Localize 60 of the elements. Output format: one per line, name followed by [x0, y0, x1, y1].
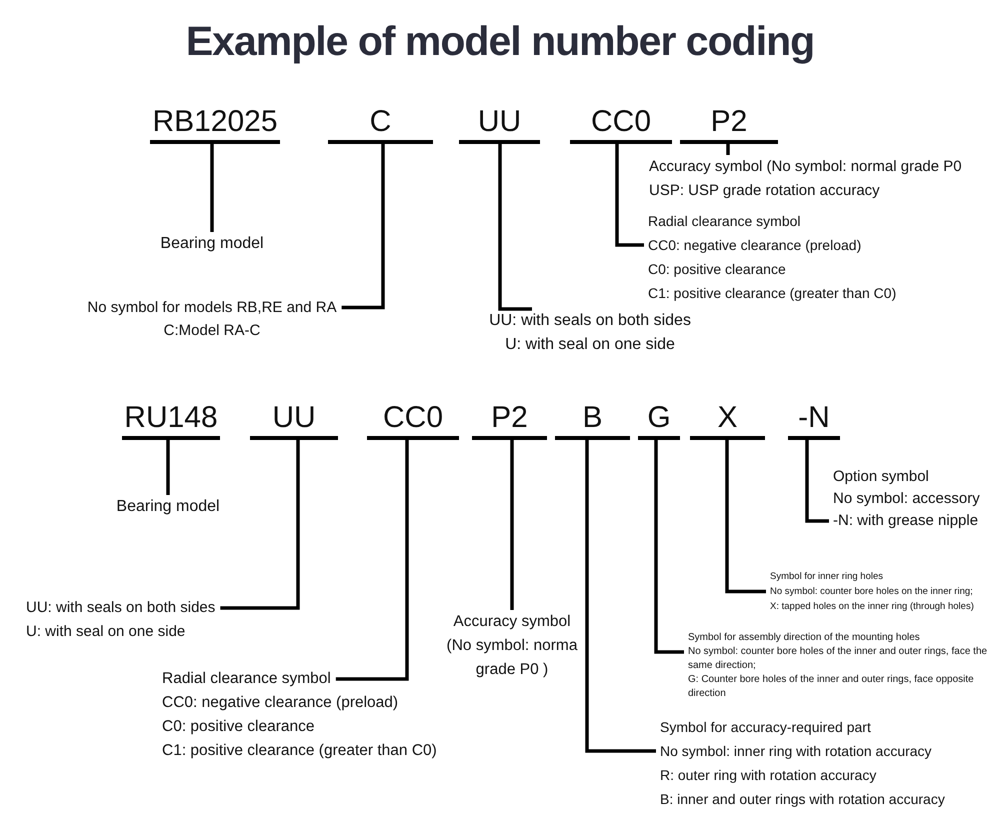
leader-line — [726, 144, 730, 155]
description-text: Symbol for accuracy-required part — [660, 718, 871, 737]
description-text: No symbol for models RB,RE and RA — [87, 298, 337, 318]
leader-line — [510, 440, 514, 610]
description-text: U: with seal on one side — [505, 335, 675, 355]
leader-line — [654, 440, 684, 654]
description-text: R: outer ring with rotation accuracy — [660, 766, 876, 785]
description-text: Radial clearance symbol — [648, 212, 801, 231]
leader-line — [725, 440, 766, 594]
leader-line — [166, 440, 170, 495]
description-text: G: Counter bore holes of the inner and outer rings, face opposite direction — [688, 673, 975, 701]
description-text: -N: with grease nipple — [833, 511, 978, 531]
description-text: CC0: negative clearance (preload) — [648, 236, 862, 255]
description-text: U: with seal on one side — [26, 622, 186, 642]
code-segment: CC0 — [570, 104, 672, 144]
description-text: No symbol: counter bore holes on the inner ring; — [770, 585, 973, 599]
description-text: Bearing model — [103, 495, 233, 519]
description-text: C0: positive clearance — [648, 260, 786, 279]
code-segment: -N — [788, 400, 840, 440]
description-text: No symbol: counter bore holes of the inner and outer rings, face the same direction; — [688, 645, 988, 673]
description-text: C0: positive clearance — [162, 717, 314, 737]
code-segment: C — [328, 104, 433, 144]
code-segment: X — [690, 400, 765, 440]
description-text: UU: with seals on both sides — [489, 311, 691, 331]
description-text: B: inner and outer rings with rotation accuracy — [660, 790, 945, 809]
description-text: C:Model RA-C — [164, 321, 260, 341]
description-text: C1: positive clearance (greater than C0) — [162, 741, 437, 761]
code-segment: RU148 — [122, 400, 220, 440]
code-segment: P2 — [472, 400, 547, 440]
description-text: (No symbol: norma grade P0 ) — [446, 636, 578, 680]
code-segment: CC0 — [367, 400, 459, 440]
leader-line — [342, 144, 385, 310]
leader-line — [336, 440, 409, 681]
description-text: Accuracy symbol (No symbol: normal grade P0 — [649, 157, 962, 177]
description-text: Accuracy symbol — [452, 612, 572, 632]
description-text: CC0: negative clearance (preload) — [162, 693, 398, 713]
description-text: Radial clearance symbol — [162, 669, 331, 689]
code-segment: RB12025 — [150, 104, 280, 144]
description-text: Bearing model — [145, 232, 279, 256]
description-text: No symbol: accessory — [833, 489, 980, 509]
code-segment: UU — [459, 104, 540, 144]
leader-line — [498, 144, 532, 311]
code-segment: P2 — [680, 104, 778, 144]
description-text: UU: with seals on both sides — [26, 598, 216, 618]
leader-line — [220, 440, 300, 610]
description-text: Symbol for assembly direction of the mounting holes — [688, 631, 921, 645]
leader-line — [210, 144, 214, 232]
code-segment: B — [555, 400, 630, 440]
description-text: C1: positive clearance (greater than C0) — [648, 284, 896, 303]
leader-line — [585, 440, 656, 753]
description-text: USP: USP grade rotation accuracy — [649, 181, 880, 201]
code-segment: UU — [250, 400, 338, 440]
description-text: Symbol for inner ring holes — [770, 570, 883, 584]
leader-line — [615, 144, 644, 247]
code-segment: G — [638, 400, 680, 440]
diagram-title: Example of model number coding — [186, 18, 814, 65]
leader-line — [805, 440, 829, 523]
description-text: X: tapped holes on the inner ring (through holes) — [770, 600, 974, 614]
description-text: Option symbol — [833, 467, 929, 487]
description-text: No symbol: inner ring with rotation accuracy — [660, 742, 932, 761]
